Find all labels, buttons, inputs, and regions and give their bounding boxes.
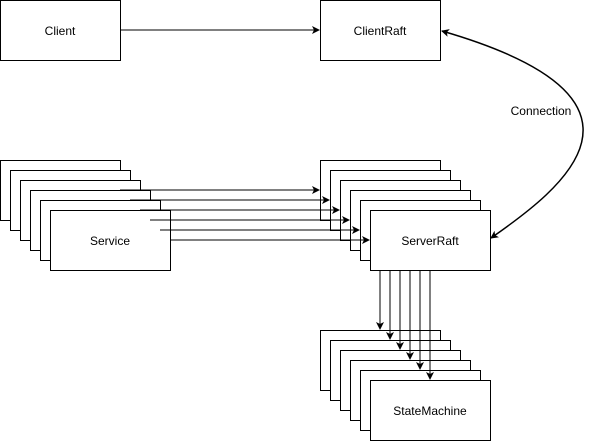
client-raft-node: ClientRaft — [320, 0, 441, 61]
server-raft-stack: ServerRaft — [320, 160, 491, 271]
client-node: Client — [0, 0, 121, 61]
state-machine-label: StateMachine — [393, 404, 467, 418]
service-to-serverraft-arrows — [120, 186, 370, 244]
client-label: Client — [45, 24, 76, 38]
service-label: Service — [90, 234, 130, 248]
connection-label: Connection — [511, 104, 572, 118]
connection-arrow — [441, 29, 584, 239]
serverraft-to-statemachine-arrows — [376, 270, 434, 380]
server-raft-label: ServerRaft — [401, 234, 459, 248]
service-stack: Service — [0, 160, 171, 271]
state-machine-stack: StateMachine — [320, 330, 491, 441]
client-raft-label: ClientRaft — [354, 24, 407, 38]
